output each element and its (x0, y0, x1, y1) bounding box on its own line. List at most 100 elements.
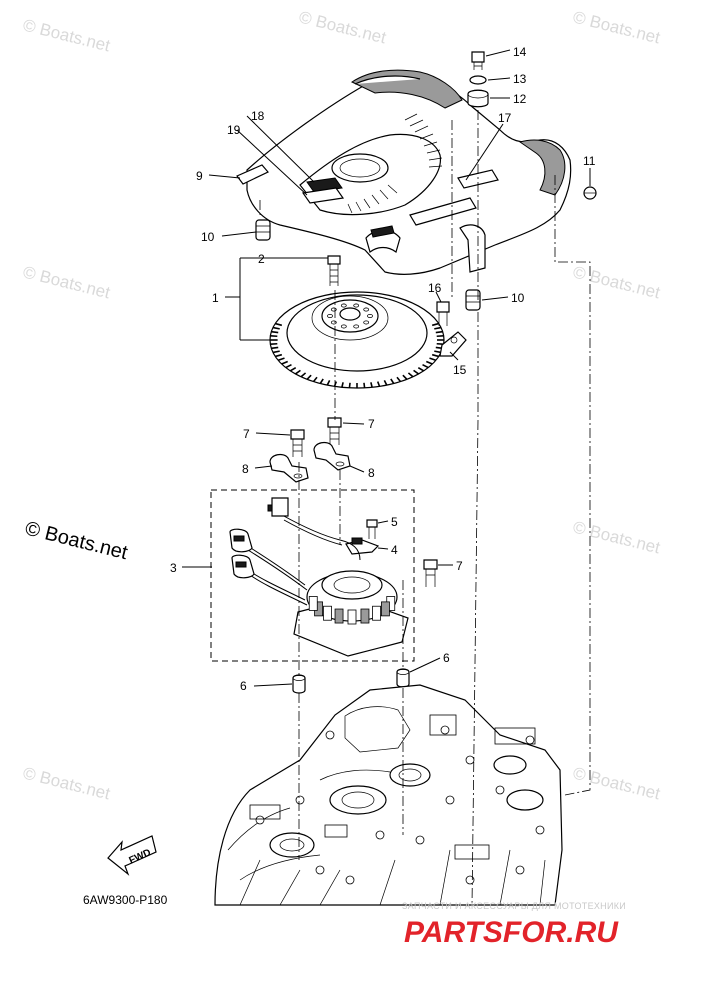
block-bolt-boss (525, 735, 535, 745)
callout-18: 18 (251, 109, 265, 123)
callout-7-left: 7 (243, 427, 250, 441)
block-port-left (269, 832, 315, 858)
block-rib (494, 727, 536, 745)
watermark-text: © Boats.net (297, 7, 388, 47)
stator-pole (308, 596, 318, 611)
block-bolt-boss (345, 875, 355, 885)
hub-hole (353, 303, 360, 308)
clamp-8-left (269, 453, 309, 483)
stator-top-ring (321, 570, 383, 600)
flywheel-tooth (396, 376, 402, 383)
flywheel-tooth (281, 360, 289, 365)
flywheel-cover (236, 69, 572, 275)
cover-side-bracket (459, 224, 486, 273)
collar-6-right (396, 668, 410, 688)
cover-top-edge (354, 75, 421, 85)
callout-15: 15 (453, 363, 467, 377)
bolt-14 (471, 51, 485, 70)
callout-11: 11 (583, 154, 596, 168)
flywheel-tooth (435, 330, 443, 334)
stator-pole (347, 609, 357, 625)
brand-logo: PARTSFOR.RU (404, 916, 619, 949)
callout-1: 1 (212, 291, 219, 305)
callouts: 1 2 3 4 5 6 6 7 7 7 8 8 9 10 10 11 12 13… (170, 45, 596, 693)
cover-front-clamp-shadow (370, 225, 395, 238)
block-bolt-boss (495, 785, 505, 795)
bracket-4 (345, 537, 380, 555)
collar-12 (467, 89, 489, 108)
flywheel-tooth (319, 378, 324, 384)
flywheel-tooth (275, 322, 283, 327)
hub-hole (363, 320, 370, 325)
cover-side-plate (409, 197, 477, 226)
flywheel-bolt-2 (327, 255, 341, 286)
stator-pole (323, 605, 332, 621)
block-bolt-boss (440, 725, 450, 735)
flywheel-tooth (306, 374, 312, 380)
callout-14: 14 (513, 45, 527, 59)
flywheel-tooth (271, 330, 279, 334)
flywheel-tooth (341, 382, 344, 388)
watermark-text: © Boats.net (571, 7, 662, 47)
fwd-arrow-shape (107, 835, 157, 876)
flywheel-hub-holes (327, 303, 373, 329)
stator-pole (334, 608, 344, 624)
callout-10-left: 10 (201, 230, 215, 244)
callout-8-left: 8 (242, 462, 249, 476)
flywheel-tooth (402, 374, 408, 380)
hub-hole (340, 324, 347, 329)
flywheel-tooth (348, 382, 351, 388)
block-rib (454, 844, 490, 860)
fwd-arrow: FWD (107, 835, 157, 876)
block-port-right (493, 755, 527, 775)
flywheel-tooth (300, 372, 307, 378)
flywheel-tooth (383, 380, 388, 386)
flywheel-tooth (312, 376, 318, 383)
callout-13: 13 (513, 72, 527, 86)
flywheel-tooth (295, 369, 301, 375)
stator (293, 570, 409, 657)
flywheel-1 (269, 291, 445, 389)
crank-boss (389, 763, 431, 787)
block-bolt-boss (375, 830, 385, 840)
watermark-text: © Boats.net (21, 262, 112, 302)
flywheel-tooth (272, 350, 280, 354)
watermark-text: © Boats.net (21, 763, 112, 803)
hub-hole (340, 303, 347, 308)
flywheel-tooth (271, 346, 279, 350)
boats-watermark-main: © Boats.net (23, 518, 130, 565)
flywheel-tooth (326, 380, 331, 386)
block-rib (249, 804, 281, 820)
callout-17: 17 (498, 111, 512, 125)
bolt-16 (436, 301, 450, 326)
block-bolt-boss (465, 875, 475, 885)
stator-poles (308, 596, 396, 625)
engine-block (214, 684, 563, 906)
cover-cap-inner (339, 158, 381, 178)
cover-rear-lobe (518, 139, 566, 196)
clamp-15 (439, 331, 467, 357)
label-plate-19 (301, 187, 345, 204)
flywheel-hub-ring (311, 295, 389, 341)
stator-pole (381, 601, 390, 617)
fastener-11 (583, 186, 597, 200)
callout-6-right: 6 (443, 651, 450, 665)
flywheel-tooth (289, 366, 297, 372)
flywheel-tooth (275, 353, 283, 358)
stator-pole (360, 608, 370, 624)
callout-3: 3 (170, 561, 177, 575)
cover-vent-slots (347, 113, 443, 214)
callout-10-right: 10 (511, 291, 525, 305)
block-rib (324, 824, 348, 838)
flywheel-tooth (272, 326, 280, 330)
watermark-text: © Boats.net (571, 763, 662, 803)
hub-hole (353, 324, 360, 329)
bolt-7-mid (327, 417, 342, 445)
flywheel-tooth (431, 322, 439, 327)
cover-cap (331, 153, 389, 183)
block-bolt-boss (255, 815, 265, 825)
alignment-lines (259, 110, 591, 907)
bolt-7-right (423, 559, 438, 587)
flywheel-tooth (434, 326, 442, 330)
